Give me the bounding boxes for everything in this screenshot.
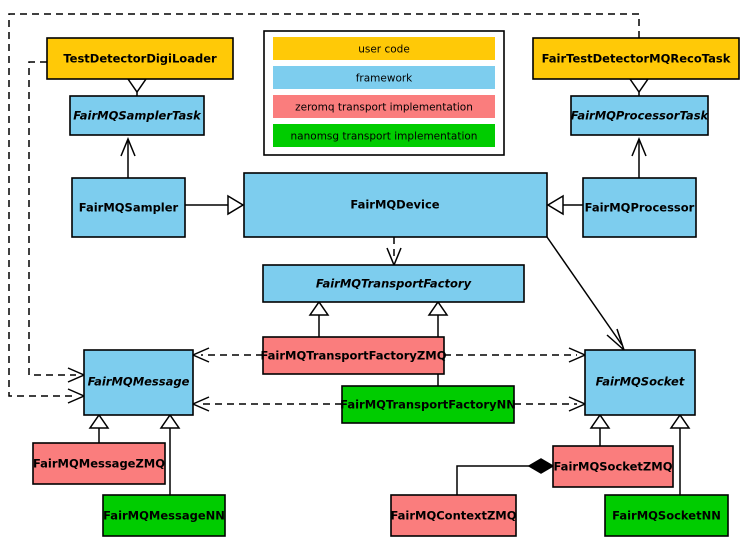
arrowhead-tfnn-to-transportfactory bbox=[427, 300, 449, 316]
arrowhead-messagezmq-to-message bbox=[88, 413, 110, 429]
node-fairmqtransportfactorynn[interactable]: FairMQTransportFactoryNN bbox=[340, 385, 516, 424]
node-fairmqcontextzmq[interactable]: FairMQContextZMQ bbox=[390, 494, 517, 537]
node-label-fairmqtransportfactory: FairMQTransportFactory bbox=[316, 277, 472, 291]
node-label-testdetectordigiloader: TestDetectorDigiLoader bbox=[63, 52, 217, 66]
node-label-fairmqsamplertask: FairMQSamplerTask bbox=[73, 109, 202, 123]
arrowhead-sampler-to-samplertask bbox=[120, 137, 136, 157]
node-label-fairmqprocessor: FairMQProcessor bbox=[585, 201, 695, 215]
node-box-fairmqmessagezmq[interactable] bbox=[32, 442, 166, 485]
node-box-fairmqsocket[interactable] bbox=[584, 349, 696, 416]
node-fairmqmessagenn[interactable]: FairMQMessageNN bbox=[102, 494, 226, 537]
arrowhead-processor-to-device bbox=[546, 194, 564, 216]
node-label-fairmqmessagenn: FairMQMessageNN bbox=[103, 509, 225, 523]
arrowhead-device-to-socket bbox=[606, 328, 626, 353]
node-testdetectordigiloader[interactable]: TestDetectorDigiLoader bbox=[46, 37, 234, 80]
node-box-fairmqtransportfactory[interactable] bbox=[262, 264, 525, 303]
node-fairmqsocketzmq[interactable]: FairMQSocketZMQ bbox=[552, 445, 674, 488]
node-fairmqdevice[interactable]: FairMQDevice bbox=[243, 172, 548, 238]
node-box-fairtestdetectormqrecotask[interactable] bbox=[532, 37, 740, 80]
arrowhead-samplertask-to-digiloader bbox=[126, 78, 148, 94]
arrowhead-messagenn-to-message bbox=[159, 413, 181, 429]
legend-label-user-code: user code bbox=[358, 44, 410, 56]
node-fairmqprocessor[interactable]: FairMQProcessor bbox=[582, 177, 697, 238]
node-box-fairmqtransportfactorynn[interactable] bbox=[341, 385, 515, 424]
node-label-fairmqsocket: FairMQSocket bbox=[596, 375, 685, 389]
arrowhead-processor-to-processortask bbox=[631, 137, 647, 157]
node-label-fairmqdevice: FairMQDevice bbox=[350, 198, 439, 212]
node-label-fairmqcontextzmq: FairMQContextZMQ bbox=[390, 509, 516, 523]
node-fairmqsampler[interactable]: FairMQSampler bbox=[71, 177, 186, 238]
node-box-fairmqtransportfactoryzmq[interactable] bbox=[262, 336, 445, 375]
node-label-fairtestdetectormqrecotask: FairTestDetectorMQRecoTask bbox=[542, 52, 731, 66]
node-box-fairmqprocessortask[interactable] bbox=[570, 95, 709, 136]
node-label-fairmqprocessortask: FairMQProcessorTask bbox=[571, 109, 710, 123]
node-box-fairmqsocketzmq[interactable] bbox=[552, 445, 674, 488]
node-box-fairmqsocketnn[interactable] bbox=[604, 494, 729, 537]
edge-digiloader-to-message bbox=[28, 61, 76, 376]
node-fairmqmessage[interactable]: FairMQMessage bbox=[83, 349, 194, 416]
diamond-socketzmq-composition bbox=[527, 458, 555, 474]
node-box-fairmqprocessor[interactable] bbox=[582, 177, 697, 238]
legend-swatch-zeromq bbox=[273, 95, 495, 118]
node-layer: TestDetectorDigiLoader FairMQSamplerTask… bbox=[32, 37, 740, 537]
node-box-fairmqcontextzmq[interactable] bbox=[390, 494, 517, 537]
node-label-fairmqsocketzmq: FairMQSocketZMQ bbox=[554, 460, 673, 474]
legend-label-framework: framework bbox=[356, 73, 413, 85]
edge-device-to-socket bbox=[546, 236, 623, 346]
node-label-fairmqsampler: FairMQSampler bbox=[79, 201, 179, 215]
legend-label-nanomsg: nanomsg transport implementation bbox=[291, 131, 478, 143]
node-fairmqtransportfactory[interactable]: FairMQTransportFactory bbox=[262, 264, 525, 303]
arrowhead-processortask-to-recotask bbox=[628, 78, 650, 94]
arrowhead-sampler-to-device bbox=[227, 194, 245, 216]
node-fairmqsamplertask[interactable]: FairMQSamplerTask bbox=[69, 95, 205, 136]
legend-swatch-user-code bbox=[273, 37, 495, 60]
node-fairmqprocessortask[interactable]: FairMQProcessorTask bbox=[570, 95, 710, 136]
node-label-fairmqmessage: FairMQMessage bbox=[88, 375, 190, 389]
node-fairmqtransportfactoryzmq[interactable]: FairMQTransportFactoryZMQ bbox=[260, 336, 447, 375]
node-fairmqmessagezmq[interactable]: FairMQMessageZMQ bbox=[32, 442, 166, 485]
legend-swatch-framework bbox=[273, 66, 495, 89]
node-label-fairmqmessagezmq: FairMQMessageZMQ bbox=[33, 457, 165, 471]
arrowhead-tfzmq-to-transportfactory bbox=[308, 300, 330, 316]
node-label-fairmqtransportfactorynn: FairMQTransportFactoryNN bbox=[340, 398, 516, 412]
node-box-fairmqmessage[interactable] bbox=[83, 349, 194, 416]
node-fairmqsocketnn[interactable]: FairMQSocketNN bbox=[604, 494, 729, 537]
node-fairmqsocket[interactable]: FairMQSocket bbox=[584, 349, 696, 416]
legend-swatch-nanomsg bbox=[273, 124, 495, 147]
node-label-fairmqsocketnn: FairMQSocketNN bbox=[612, 509, 721, 523]
edge-socketzmq-to-contextzmq bbox=[456, 465, 530, 495]
node-box-fairmqmessagenn[interactable] bbox=[102, 494, 226, 537]
legend-label-zeromq: zeromq transport implementation bbox=[295, 102, 473, 114]
edge-recotask-to-message bbox=[8, 13, 640, 397]
node-box-testdetectordigiloader[interactable] bbox=[46, 37, 234, 80]
legend: user code framework zeromq transport imp… bbox=[263, 30, 505, 156]
node-box-fairmqsampler[interactable] bbox=[71, 177, 186, 238]
arrowhead-socketzmq-to-socket bbox=[589, 413, 611, 429]
node-fairtestdetectormqrecotask[interactable]: FairTestDetectorMQRecoTask bbox=[532, 37, 740, 80]
arrowhead-socketnn-to-socket bbox=[669, 413, 691, 429]
node-box-fairmqdevice[interactable] bbox=[243, 172, 548, 238]
node-label-fairmqtransportfactoryzmq: FairMQTransportFactoryZMQ bbox=[260, 349, 446, 363]
node-box-fairmqsamplertask[interactable] bbox=[69, 95, 205, 136]
